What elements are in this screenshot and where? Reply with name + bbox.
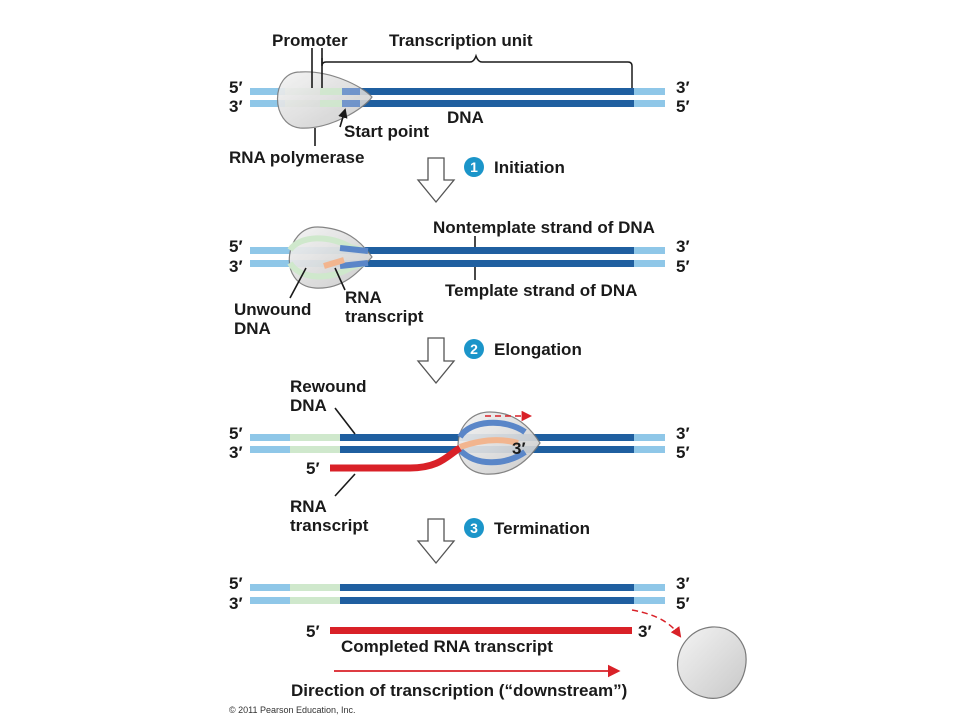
- completed-rna-label: Completed RNA transcript: [341, 637, 553, 656]
- dna-label: DNA: [447, 108, 484, 127]
- promoter-under-polymerase-bottom: [320, 100, 342, 107]
- rna-transcript-leader-2: [334, 267, 346, 291]
- p2-three-left: 3′: [229, 257, 243, 276]
- p3-rna-label-1: RNA: [290, 497, 327, 516]
- copyright-text: © 2011 Pearson Education, Inc.: [229, 705, 356, 715]
- unwound-label-1: Unwound: [234, 300, 311, 319]
- p3-rna-label-2: transcript: [290, 516, 369, 535]
- step-3-label: Termination: [494, 519, 590, 538]
- step-3-number: 3: [470, 520, 478, 536]
- start-point-arrow: [338, 108, 348, 128]
- start-point-label: Start point: [344, 122, 429, 141]
- start-region-bottom: [342, 100, 360, 107]
- step-1-label: Initiation: [494, 158, 565, 177]
- p2-rna-label-2: transcript: [345, 307, 424, 326]
- p4-promoter-bottom: [290, 597, 340, 604]
- transcription-unit-bracket: [321, 53, 633, 88]
- direction-label: Direction of transcription (“downstream”…: [291, 681, 627, 700]
- top-strand-dark: [350, 88, 634, 95]
- transcription-unit-label: Transcription unit: [389, 31, 533, 50]
- step-2-label: Elongation: [494, 340, 582, 359]
- rna-polymerase-shape: [277, 71, 373, 129]
- p3-rna-leader: [334, 473, 356, 497]
- p3-rna-three: 3′: [512, 439, 526, 458]
- p3-three-right: 3′: [676, 424, 690, 443]
- p1-five-left: 5′: [229, 78, 243, 97]
- bottom-strand-dark: [350, 100, 634, 107]
- rewound-label-1: Rewound: [290, 377, 367, 396]
- p4-five-left: 5′: [229, 574, 243, 593]
- step-1-badge: [464, 157, 484, 177]
- p3-three-left: 3′: [229, 443, 243, 462]
- panel-4-termination: 5′ 3′ 3′ 5′ 5′ 3′ Completed RNA transcri…: [229, 574, 747, 700]
- p2-rna-label-1: RNA: [345, 288, 382, 307]
- panel-3-elongation: Rewound DNA 5′ 3′ 3′ 5′ 3′ 5′ RNA transc…: [229, 377, 690, 535]
- step-3: 3 Termination: [416, 518, 590, 565]
- p2-five-right: 5′: [676, 257, 690, 276]
- p4-three-left: 3′: [229, 594, 243, 613]
- p3-promoter-bottom: [290, 446, 340, 453]
- p3-promoter-top: [290, 434, 340, 441]
- p2-top-strand-dark: [365, 247, 634, 254]
- rna-polymerase-label: RNA polymerase: [229, 148, 364, 167]
- panel-2-elongation-start: Nontemplate strand of DNA Template stran…: [229, 218, 690, 338]
- step-1: 1 Initiation: [416, 157, 565, 204]
- short-rna-transcript: [323, 257, 345, 269]
- step-2-badge: [464, 339, 484, 359]
- nontemplate-label: Nontemplate strand of DNA: [433, 218, 655, 237]
- p3-open-top: [457, 419, 527, 439]
- p3-rna-transcript: [330, 444, 462, 472]
- down-arrow-1: [416, 157, 456, 204]
- unwound-leader: [289, 267, 307, 299]
- release-arrow: [631, 609, 682, 638]
- step-3-badge: [464, 518, 484, 538]
- p4-promoter-top: [290, 584, 340, 591]
- released-polymerase: [676, 626, 747, 699]
- template-label: Template strand of DNA: [445, 281, 637, 300]
- p2-bottom-strand-dark: [365, 260, 634, 267]
- p3-five-right: 5′: [676, 443, 690, 462]
- p2-five-left: 5′: [229, 237, 243, 256]
- completed-rna-bar: [330, 627, 632, 634]
- promoter-label: Promoter: [272, 31, 348, 50]
- p4-rna-three: 3′: [638, 622, 652, 641]
- rewound-leader: [334, 407, 356, 435]
- step-2: 2 Elongation: [416, 337, 582, 385]
- promoter-under-polymerase-top: [320, 88, 342, 95]
- p2-polymerase: [288, 226, 373, 289]
- p4-five-right: 5′: [676, 594, 690, 613]
- p1-three-right: 3′: [676, 78, 690, 97]
- unwound-label-2: DNA: [234, 319, 271, 338]
- p2-open-top: [339, 245, 369, 254]
- p1-three-left: 3′: [229, 97, 243, 116]
- panel-1-initiation-setup: Promoter Transcription unit 5′ 3′ 3′ 5′ …: [229, 31, 690, 167]
- down-arrow-3: [416, 518, 456, 565]
- step-1-number: 1: [470, 159, 478, 175]
- unwound-bottom-strand: [287, 260, 366, 280]
- p3-five-left: 5′: [229, 424, 243, 443]
- p2-open-bottom: [339, 260, 369, 269]
- down-arrow-2: [416, 337, 456, 385]
- p4-three-right: 3′: [676, 574, 690, 593]
- p3-open-bottom: [457, 447, 527, 466]
- p4-bottom-strand-dark: [340, 597, 634, 604]
- p1-five-right: 5′: [676, 97, 690, 116]
- start-region-top: [342, 88, 360, 95]
- p4-rna-five: 5′: [306, 622, 320, 641]
- p3-rna-five: 5′: [306, 459, 320, 478]
- p2-three-right: 3′: [676, 237, 690, 256]
- step-2-number: 2: [470, 341, 478, 357]
- p3-rna-in-bubble: [459, 437, 519, 450]
- rewound-label-2: DNA: [290, 396, 327, 415]
- p4-top-strand-dark: [340, 584, 634, 591]
